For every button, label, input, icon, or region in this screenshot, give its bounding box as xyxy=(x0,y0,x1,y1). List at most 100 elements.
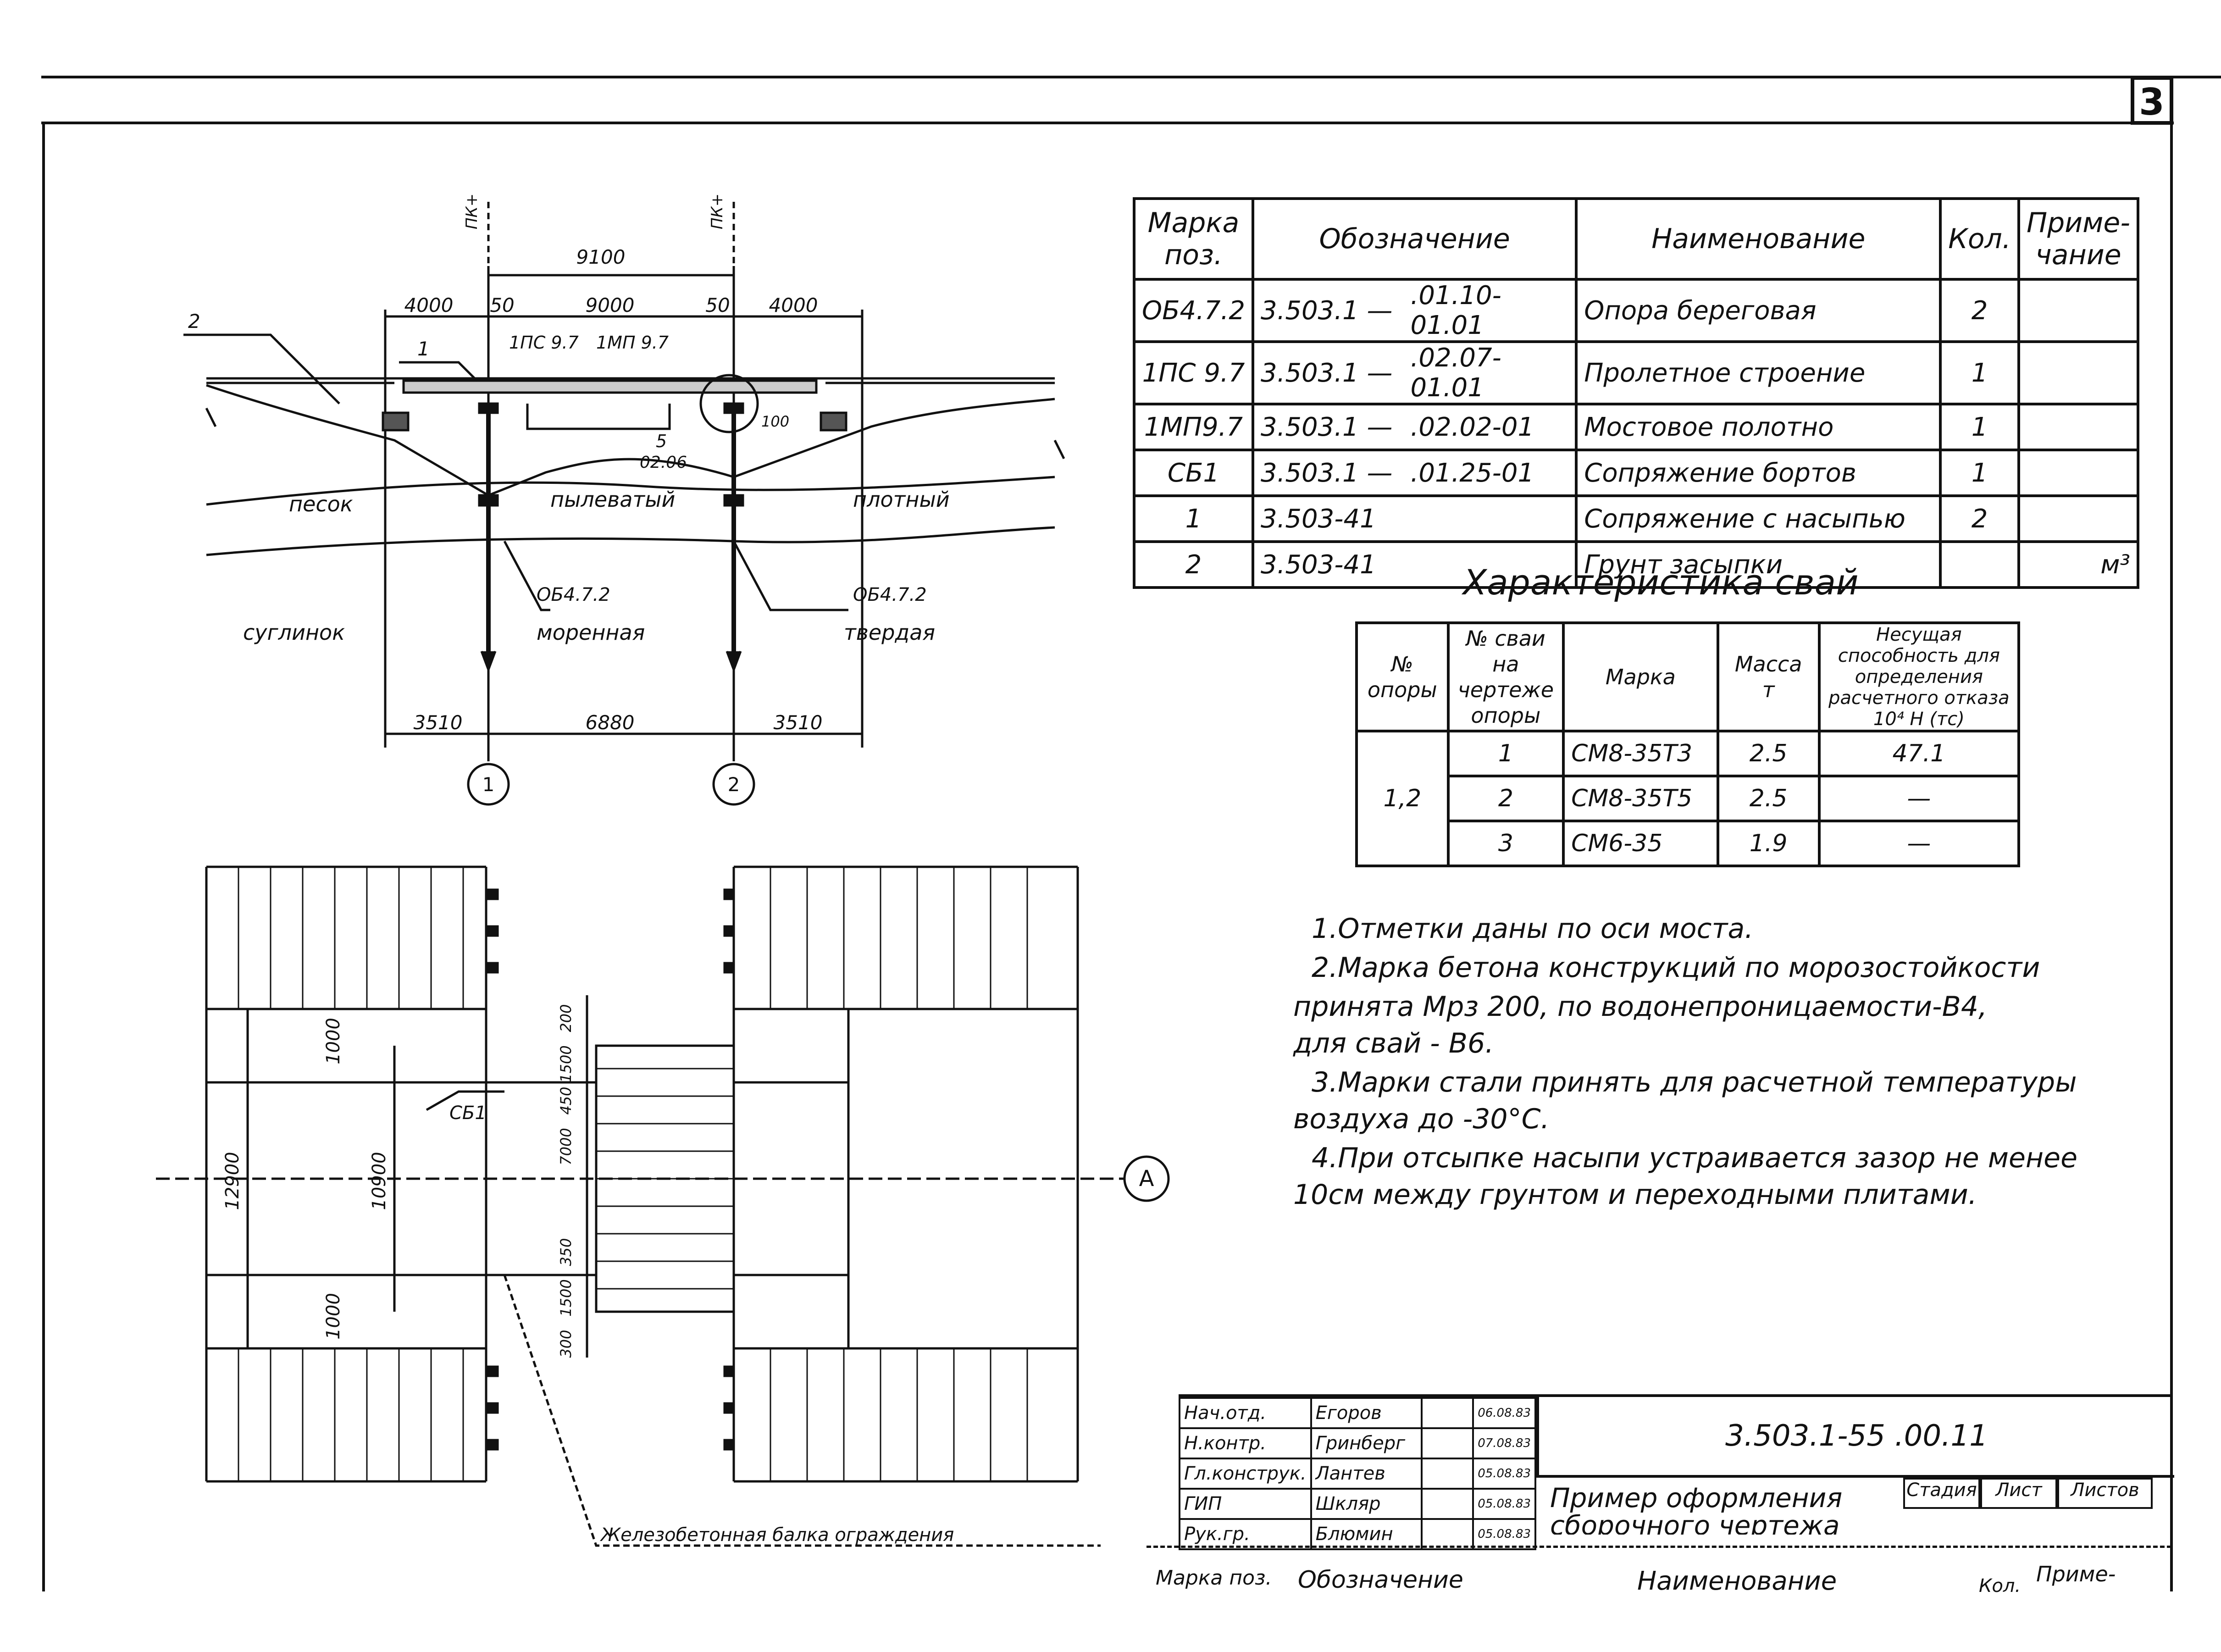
spec-doc: 3.503.1 — xyxy=(1251,278,1404,343)
spec-qty: 1 xyxy=(1939,340,2020,405)
detail-dim: 100 xyxy=(761,413,789,430)
plan-dim-6: 1500 xyxy=(557,1279,575,1316)
piles-support: 1,2 xyxy=(1355,730,1450,867)
overlap-col-5: Приме- xyxy=(2036,1562,2116,1586)
note-line: 4.При отсыпке насыпи устраивается зазор … xyxy=(1312,1142,2077,1174)
dim-1000-top: 1000 xyxy=(323,1018,344,1064)
piles-header-capacity: Несущая способность для определения расч… xyxy=(1817,621,2021,732)
piles-capacity: 47.1 xyxy=(1817,730,2021,777)
stamp-signature xyxy=(1420,1397,1474,1429)
label-1: 1 xyxy=(417,338,430,360)
spec-name: Пролетное строение xyxy=(1575,340,1942,405)
overlap-col-4: Кол. xyxy=(1979,1575,2021,1597)
stamp-date: 07.08.83 xyxy=(1472,1427,1536,1459)
stamp-name: Шкляр xyxy=(1310,1488,1423,1520)
stamp-sheet-header: Лист xyxy=(1980,1478,2057,1509)
piles-mark: СМ8-35Т3 xyxy=(1562,730,1719,777)
stamp-date: 05.08.83 xyxy=(1472,1488,1536,1520)
spec-header-designation: Обозначение xyxy=(1251,197,1578,281)
dim-right: 4000 xyxy=(769,294,818,316)
plan-dim-4: 7000 xyxy=(557,1128,575,1165)
soil-top-3: плотный xyxy=(853,487,950,512)
spec-header-row: Марка поз. Обозначение Наименование Кол.… xyxy=(1133,197,2140,281)
stamp-role: Рук.гр. xyxy=(1179,1518,1312,1550)
stamp-role: Гл.конструк. xyxy=(1179,1458,1312,1490)
span-mark-2: 1МП 9.7 xyxy=(596,333,669,353)
spec-mark: 1 xyxy=(1133,494,1254,543)
spec-doc-suffix xyxy=(1404,494,1578,543)
piles-header-support: № опоры xyxy=(1355,621,1450,732)
axis-2: 2 xyxy=(728,773,740,796)
piles-mark: СМ8-35Т5 xyxy=(1562,775,1719,822)
pile-mark-right: ОБ4.7.2 xyxy=(853,584,927,605)
table-row: 2 СМ8-35Т5 2.5 — xyxy=(1357,775,2021,822)
sb-label: СБ1 xyxy=(449,1103,487,1124)
spec-name: Мостовое полотно xyxy=(1575,403,1942,451)
piles-n: 2 xyxy=(1446,775,1565,822)
overlap-col-2: Обозначение xyxy=(1298,1566,1463,1594)
spec-doc: 3.503.1 — xyxy=(1251,340,1404,405)
spec-header-qty: Кол. xyxy=(1939,197,2020,281)
table-row: 2 3.503-41 Грунт засыпки м³ xyxy=(1133,540,2140,589)
stamp-signature xyxy=(1420,1488,1474,1520)
stamp-code: 3.503.1-55 .00.11 xyxy=(1536,1397,2174,1478)
spec-name: Сопряжение с насыпью xyxy=(1575,494,1942,543)
stamp-date: 05.08.83 xyxy=(1472,1518,1536,1550)
note-line: принята Мрз 200, по водонепроницаемости-… xyxy=(1293,991,1988,1023)
spec-note xyxy=(2017,340,2140,405)
spec-name: Опора береговая xyxy=(1575,278,1942,343)
dim-gap-right: 50 xyxy=(705,294,730,316)
spec-doc-suffix: .01.10-01.01 xyxy=(1404,278,1578,343)
spec-doc: 3.503.1 — xyxy=(1251,449,1404,497)
bottom-dim-1: 3510 xyxy=(414,711,463,734)
dim-width: 10900 xyxy=(369,1152,390,1210)
spec-doc: 3.503-41 xyxy=(1251,540,1404,589)
callout-text: Железобетонная балка ограждения xyxy=(599,1524,954,1546)
plan-dim-7: 300 xyxy=(557,1330,575,1358)
piles-n: 1 xyxy=(1446,730,1565,777)
soil-top-1: песок xyxy=(289,492,353,516)
spec-name: Грунт засыпки xyxy=(1575,540,1942,589)
sheet-number: 3 xyxy=(2139,81,2165,123)
piles-header-mass: Масса т xyxy=(1716,621,1821,732)
spec-note: м³ xyxy=(2017,540,2140,589)
overlap-col-3: Наименование xyxy=(1637,1566,1837,1596)
piles-table: № опоры № сваи на чертеже опоры Марка Ма… xyxy=(1355,621,2021,867)
spec-qty: 2 xyxy=(1939,494,2020,543)
table-row: ОБ4.7.2 3.503.1 — .01.10-01.01 Опора бер… xyxy=(1133,278,2140,343)
soil-bottom-3: твердая xyxy=(844,620,935,645)
stamp-signature xyxy=(1420,1458,1474,1490)
stamp-signature xyxy=(1420,1427,1474,1459)
spec-mark: 2 xyxy=(1133,540,1254,589)
spec-doc-suffix: .02.07-01.01 xyxy=(1404,340,1578,405)
note-line: для свай - В6. xyxy=(1293,1027,1494,1059)
stamp-role: ГИП xyxy=(1179,1488,1312,1520)
spec-qty: 2 xyxy=(1939,278,2020,343)
table-row: СБ1 3.503.1 — .01.25-01 Сопряжение борто… xyxy=(1133,449,2140,497)
stamp-name: Лантев xyxy=(1310,1458,1423,1490)
spec-mark: ОБ4.7.2 xyxy=(1133,278,1254,343)
stamp-stage-header: Стадия xyxy=(1903,1478,1980,1509)
spec-note xyxy=(2017,403,2140,451)
stamp-signature xyxy=(1420,1518,1474,1550)
plan-dim-2: 1500 xyxy=(557,1045,575,1082)
note-line: 2.Марка бетона конструкций по морозостой… xyxy=(1312,952,2040,984)
table-row: Нач.отд. Егоров 06.08.83 xyxy=(1179,1397,1536,1429)
piles-mass: 2.5 xyxy=(1716,730,1821,777)
spec-qty: 1 xyxy=(1939,403,2020,451)
label-2: 2 xyxy=(188,310,200,333)
spec-qty xyxy=(1939,540,2020,589)
table-row: 1МП9.7 3.503.1 — .02.02-01 Мостовое поло… xyxy=(1133,403,2140,451)
section-ref: 02.06 xyxy=(640,453,687,472)
stamp-name: Егоров xyxy=(1310,1397,1423,1429)
table-row: 3 СМ6-35 1.9 — xyxy=(1357,820,2021,867)
piles-mass: 1.9 xyxy=(1716,820,1821,867)
soil-bottom-2: моренная xyxy=(537,620,645,645)
elevation-text: 9100 4000 50 9000 50 4000 2 1 1ПС 9.7 1М… xyxy=(188,194,950,796)
spec-note xyxy=(2017,494,2140,543)
table-row: 1ПС 9.7 3.503.1 — .02.07-01.01 Пролетное… xyxy=(1133,340,2140,405)
soil-top-2: пылеватый xyxy=(550,487,675,512)
pile-mark-left: ОБ4.7.2 xyxy=(537,584,610,605)
